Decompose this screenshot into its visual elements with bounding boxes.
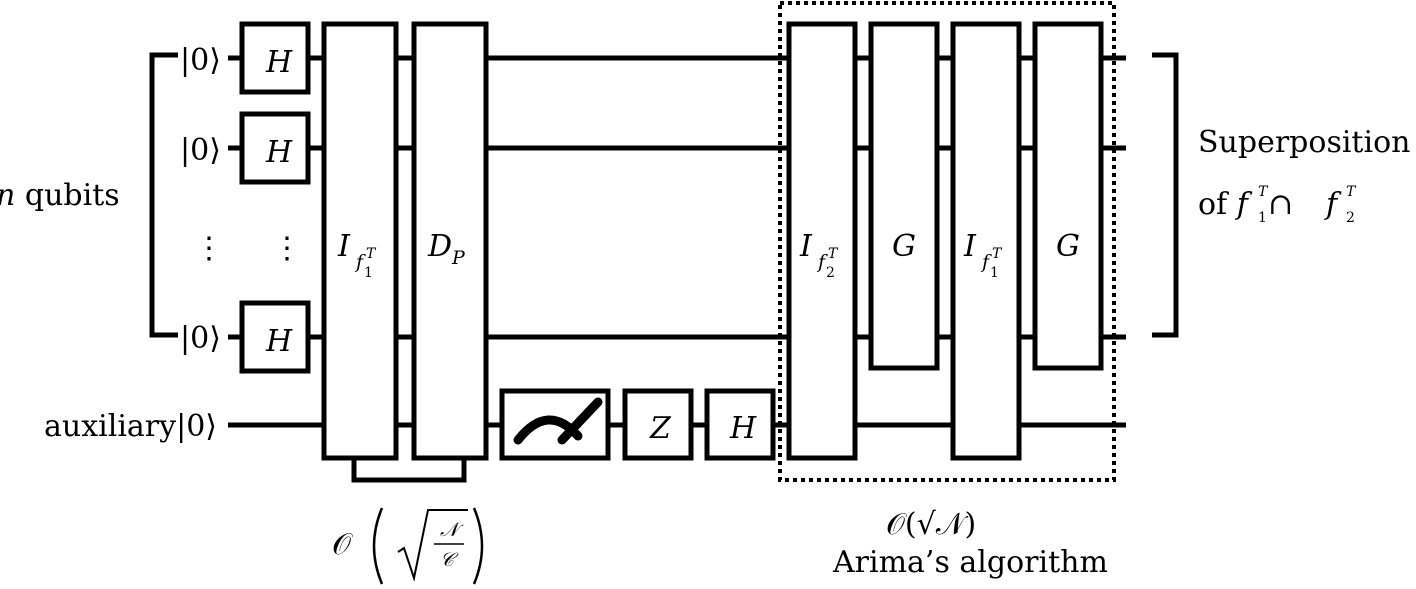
ket-qubit-1: |0⟩ [180, 43, 221, 78]
complexity-right-formula: 𝒪(√𝒩) [886, 507, 976, 542]
svg-text:f: f [1324, 187, 1342, 222]
qubits-text: qubits [15, 178, 119, 213]
svg-text:𝒞: 𝒞 [440, 549, 459, 571]
grover-g-gate-2 [1032, 21, 1104, 371]
n-variable: n [0, 178, 15, 213]
svg-text:1: 1 [990, 265, 999, 281]
svg-text:f: f [980, 251, 992, 273]
arima-label: Arima’s algorithm [832, 545, 1108, 580]
auxiliary-ket: |0⟩ [176, 409, 217, 444]
oracle-i-f1-2-label: I f 1 T [963, 229, 1003, 281]
h-gate-n-label: H [265, 324, 293, 359]
h-gate-1-label: H [265, 45, 293, 80]
oracle-i-f2-label: I f 2 T [799, 229, 839, 281]
svg-text:2: 2 [826, 265, 835, 281]
ket-qubit-n: |0⟩ [180, 321, 221, 356]
grover-g-2-label: G [1056, 229, 1080, 264]
svg-text:I: I [799, 229, 813, 264]
svg-text:𝒩: 𝒩 [440, 519, 464, 541]
svg-text:of f: of f [1198, 187, 1253, 222]
complexity-bracket [351, 460, 467, 483]
svg-text:𝒪: 𝒪 [332, 527, 353, 562]
left-bracket [149, 52, 178, 338]
diffusion-dp-label: D P [427, 229, 466, 269]
svg-text:∩: ∩ [1268, 187, 1293, 222]
h-gate-2 [239, 111, 311, 185]
svg-text:T: T [828, 246, 839, 262]
z-gate [622, 388, 694, 461]
h-gate-n [239, 300, 311, 374]
svg-text:T: T [1258, 184, 1269, 200]
oracle-i-f1-gate [321, 21, 399, 461]
diffusion-dp-gate [411, 21, 489, 461]
h-gate-2-label: H [265, 135, 293, 170]
oracle-i-f1-gate-2 [950, 21, 1022, 461]
svg-text:2: 2 [1346, 210, 1355, 226]
svg-text:D: D [427, 229, 452, 264]
z-gate-label: Z [649, 411, 672, 446]
h-gate-auxiliary [704, 388, 776, 461]
svg-text:1: 1 [364, 265, 373, 281]
ket-qubit-2: |0⟩ [180, 133, 221, 168]
svg-text:T: T [992, 246, 1003, 262]
svg-text:T: T [1346, 184, 1357, 200]
complexity-left-formula: 𝒪 𝒩 𝒞 [332, 507, 484, 585]
right-bracket [1152, 52, 1179, 338]
svg-text:f: f [816, 251, 828, 273]
svg-text:1: 1 [1258, 210, 1267, 226]
oracle-i-f2-gate [786, 21, 858, 461]
svg-text:T: T [366, 246, 377, 262]
h-gate-auxiliary-label: H [729, 411, 757, 446]
vertical-dots-h: ⋮ [272, 231, 302, 266]
svg-text:I: I [963, 229, 977, 264]
svg-text:P: P [451, 247, 466, 269]
result-line-1: Superposition [1198, 125, 1410, 160]
svg-text:f: f [354, 251, 366, 273]
arima-algorithm-box [778, 1, 1116, 482]
result-line-2: of f T 1 ∩ f T 2 [1198, 184, 1357, 226]
h-gate-1 [239, 21, 311, 95]
oracle-i-f1-label: I f 1 T [337, 229, 377, 281]
svg-text:I: I [337, 229, 351, 264]
auxiliary-label: auxiliary|0⟩ [44, 409, 217, 444]
grover-g-gate-1 [868, 21, 940, 371]
meter-icon [513, 397, 603, 445]
auxiliary-text: auxiliary [44, 409, 176, 444]
grover-g-1-label: G [892, 229, 916, 264]
n-qubits-label: n qubits [0, 178, 120, 213]
vertical-dots-kets: ⋮ [194, 231, 224, 266]
